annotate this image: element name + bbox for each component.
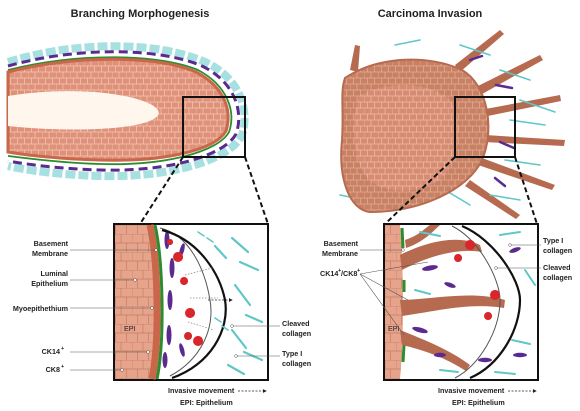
svg-text:+: +: [357, 268, 360, 274]
right-epi-legend: EPI: Epithelium: [452, 398, 505, 407]
svg-text:CK14: CK14: [320, 269, 338, 278]
svg-text:collagen: collagen: [543, 273, 572, 282]
svg-text:Luminal: Luminal: [40, 269, 68, 278]
svg-text:Basement: Basement: [324, 239, 359, 248]
svg-text:CK14: CK14: [42, 347, 60, 356]
svg-text:+: +: [61, 346, 64, 352]
svg-text:Type I: Type I: [543, 236, 563, 245]
svg-text:/CK8: /CK8: [341, 269, 357, 278]
svg-text:Epithelium: Epithelium: [31, 279, 68, 288]
left-epi-label: EPI: [124, 324, 136, 333]
svg-text:CK8: CK8: [46, 365, 60, 374]
left-invasive-movement: Invasive movement: [168, 386, 235, 395]
left-inset: EPI: [114, 224, 268, 380]
svg-text:Cleaved: Cleaved: [543, 263, 571, 272]
svg-text:Type I: Type I: [282, 349, 302, 358]
right-epi-label: EPI: [388, 324, 400, 333]
right-panel-title: Carcinoma Invasion: [378, 8, 483, 20]
left-panel-title: Branching Morphogenesis: [71, 8, 210, 20]
svg-text:Membrane: Membrane: [322, 249, 358, 258]
svg-text:collagen: collagen: [543, 246, 572, 255]
right-invasive-movement: Invasive movement: [438, 386, 505, 395]
svg-text:Membrane: Membrane: [32, 249, 68, 258]
svg-text:Basement: Basement: [34, 239, 69, 248]
svg-text:+: +: [61, 364, 64, 370]
left-epi-legend: EPI: Epithelium: [180, 398, 233, 407]
svg-text:collagen: collagen: [282, 329, 311, 338]
svg-text:collagen: collagen: [282, 359, 311, 368]
invading-tumor: [340, 30, 565, 219]
right-inset: EPI: [384, 224, 538, 380]
svg-text:Cleaved: Cleaved: [282, 319, 310, 328]
svg-text:Myoepithethium: Myoepithethium: [13, 304, 68, 313]
